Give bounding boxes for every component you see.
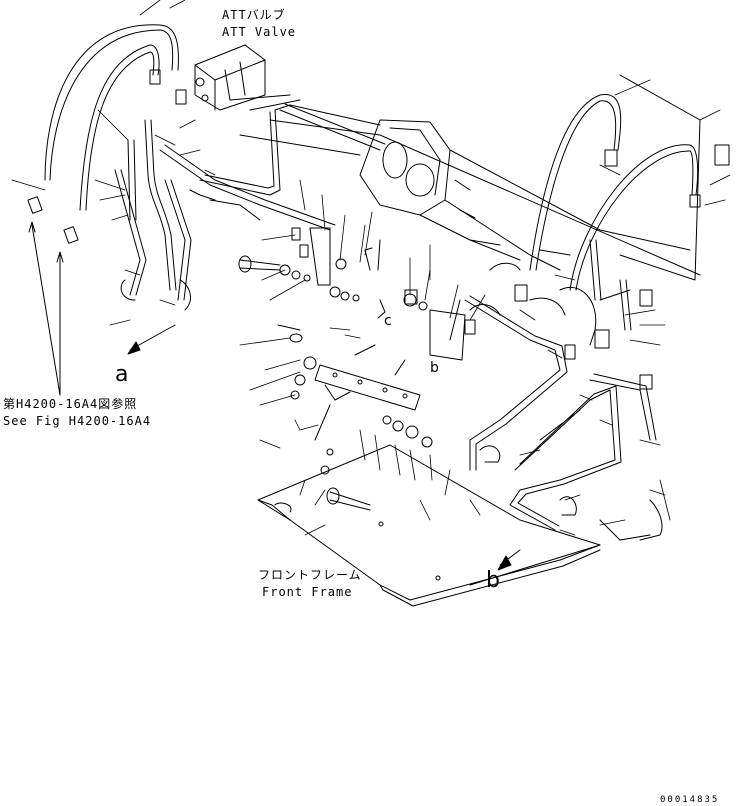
steel-pipes — [159, 94, 699, 531]
marker-a: a — [115, 362, 129, 387]
left-hoses — [44, 24, 192, 311]
reference-label-jp: 第H4200-16A4図参照 — [3, 397, 138, 411]
frame-stub-right — [599, 499, 663, 541]
att-valve — [194, 44, 301, 111]
marker-b-small: b — [430, 360, 439, 376]
leader-lines — [11, 0, 731, 541]
front-frame-label-jp: フロントフレーム — [258, 568, 362, 582]
marker-b: b — [486, 568, 500, 593]
front-frame-plate — [257, 444, 601, 607]
fittings — [27, 69, 730, 571]
att-valve-label-en: ATT Valve — [222, 25, 297, 39]
marker-c: c — [384, 313, 392, 329]
central-frame — [239, 74, 701, 346]
document-number: 00014835 — [660, 795, 720, 805]
reference-label-en: See Fig H4200-16A4 — [3, 414, 152, 428]
att-valve-label-jp: ATTバルブ — [222, 8, 286, 22]
front-frame-label-en: Front Frame — [262, 585, 353, 599]
